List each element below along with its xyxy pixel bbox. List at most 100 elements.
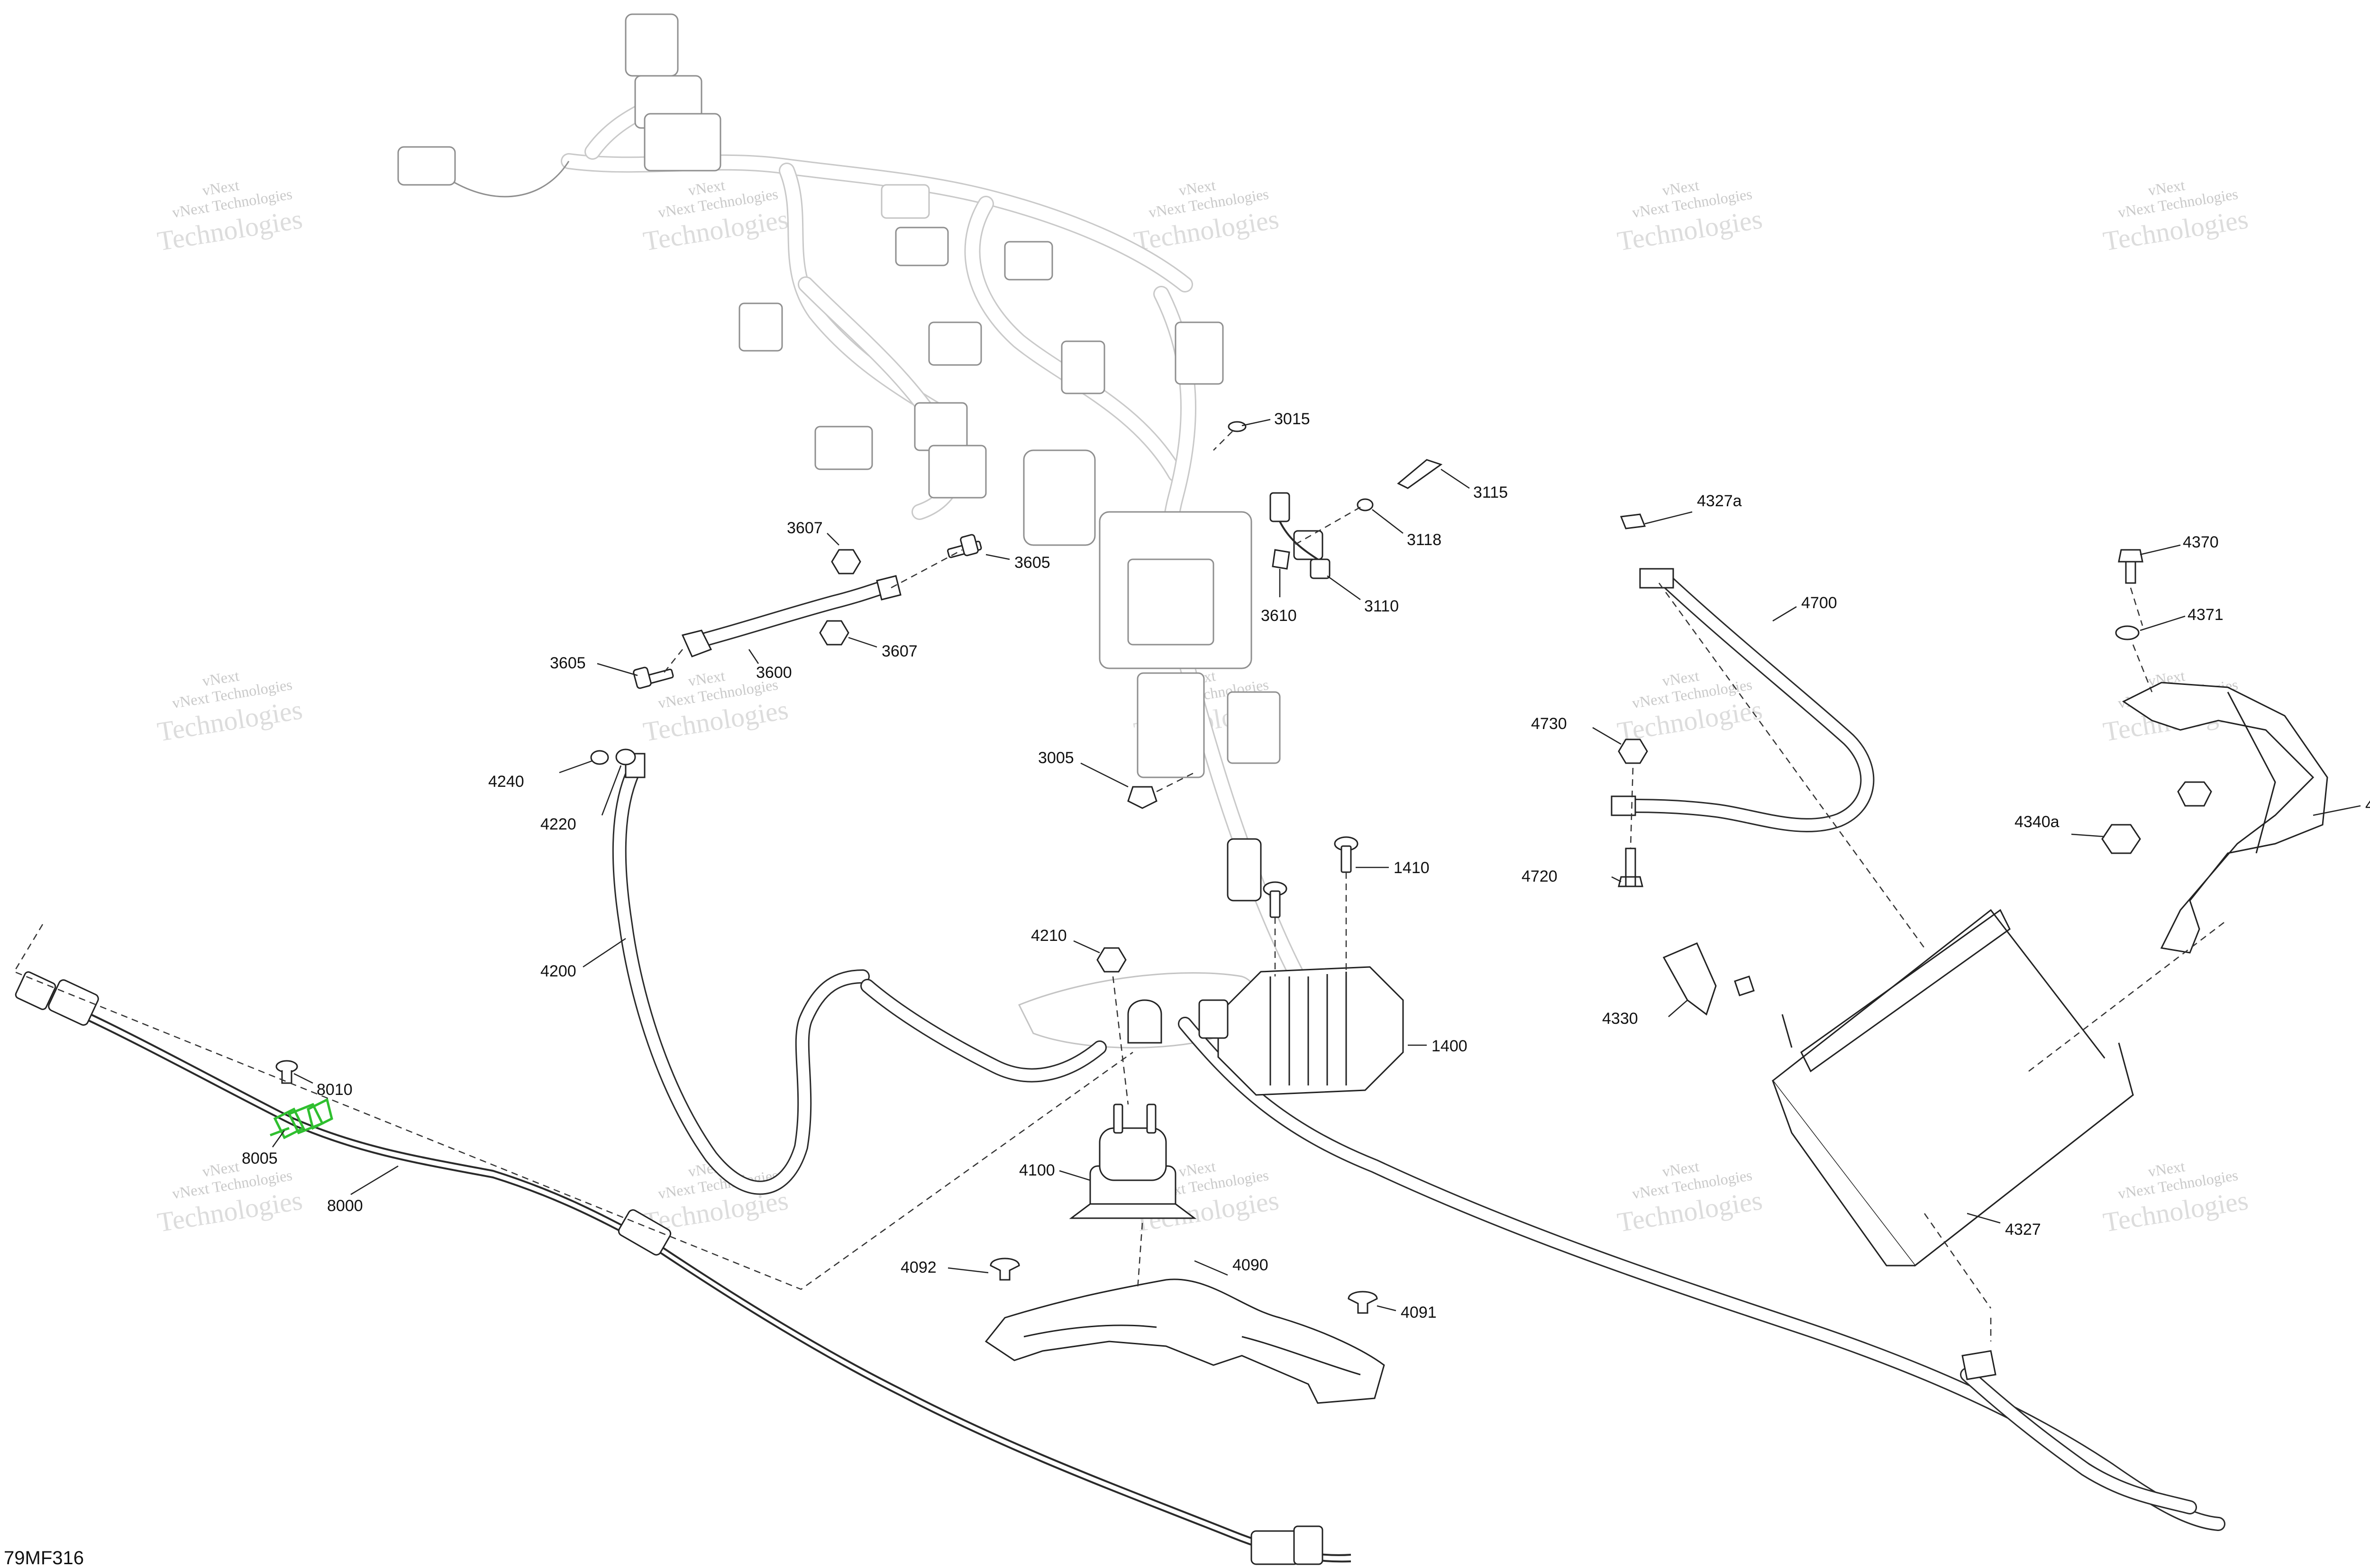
bolt-4370: [2118, 549, 2143, 584]
cable-4700: [1611, 568, 1875, 832]
regulator-1400: [1198, 966, 1404, 1096]
sensor-3110: [1269, 492, 1331, 579]
connector-icon: [1175, 321, 1224, 385]
bolt-3605b: [633, 666, 674, 689]
watermark: vNext vNext Technologies Technologies: [155, 176, 305, 257]
callout-4090: 4090: [1232, 1256, 1268, 1274]
washer-3118: [1357, 498, 1374, 511]
screw-3115: [1397, 459, 1443, 489]
diagram-code: 79MF316: [4, 1548, 84, 1568]
bracket-4340: [2122, 682, 2328, 954]
callout-1410: 1410: [1394, 859, 1430, 877]
nut-4340a-upper: [2177, 781, 2212, 807]
watermark: vNext vNext Technologies Technologies: [641, 176, 791, 257]
connector-icon: [1137, 672, 1205, 778]
main-harness: [1178, 1017, 2225, 1531]
callout-3607-top: 3607: [787, 519, 823, 537]
bolt-4720: [1618, 848, 1643, 887]
solenoid-4100: [1069, 1103, 1197, 1219]
connector-icon: [1023, 449, 1096, 546]
cable-4200: [612, 753, 870, 1195]
nut-3607b: [819, 620, 849, 646]
connector-icon: [1250, 1530, 1300, 1565]
callout-3600: 3600: [756, 664, 792, 682]
callout-4091: 4091: [1401, 1304, 1437, 1322]
nut-4210: [1096, 947, 1127, 973]
callout-4092: 4092: [901, 1258, 937, 1276]
terminal-cover-4330: [1662, 942, 1717, 1016]
connector-icon: [928, 321, 982, 366]
callout-4210: 4210: [1031, 927, 1067, 945]
engine-wiring-harness-ghost: [397, 13, 1316, 1003]
connector-icon: [814, 426, 873, 470]
connector-icon: [397, 146, 456, 186]
bolt-1410: [1263, 836, 1358, 918]
clip-3015: [1228, 421, 1247, 432]
callout-4327a: 4327a: [1697, 492, 1742, 510]
connector-icon: [644, 113, 721, 172]
callout-3005: 3005: [1038, 749, 1074, 767]
watermark: vNext vNext Technologies Technologies: [1132, 176, 1281, 257]
connector-icon: [1293, 1525, 1323, 1565]
callout-4100: 4100: [1019, 1161, 1055, 1179]
connector-icon: [881, 184, 930, 219]
cable-3600: [681, 575, 902, 657]
nut-4730: [1618, 738, 1648, 764]
watermark: vNext vNext Technologies Technologies: [1615, 176, 1765, 257]
callout-4370: 4370: [2183, 533, 2219, 551]
connector-icon: [625, 13, 679, 77]
connector-icon: [914, 402, 968, 451]
callout-4240: 4240: [488, 773, 524, 791]
harness-8000: [15, 971, 1351, 1565]
clip-8005: [270, 1098, 333, 1140]
connector-icon: [1227, 691, 1281, 764]
callout-3118: 3118: [1407, 531, 1441, 549]
callout-4340: 4340: [2365, 796, 2370, 814]
callout-8005: 8005: [242, 1149, 278, 1167]
cable-4200-branch: [860, 979, 1107, 1083]
callout-4200: 4200: [540, 962, 576, 980]
rivet-4092: [990, 1258, 1020, 1281]
screw-4327a: [1620, 513, 1646, 529]
nut-3607a: [831, 549, 861, 574]
connector-icon: [928, 445, 987, 499]
callout-4730: 4730: [1531, 715, 1567, 733]
connector-icon: [15, 971, 56, 1010]
watermark: vNext vNext Technologies Technologies: [1615, 667, 1765, 748]
callout-3110: 3110: [1364, 597, 1399, 615]
callout-4371: 4371: [2188, 606, 2224, 624]
terminal-cap: [1127, 999, 1162, 1044]
nut-4340a: [2101, 824, 2141, 854]
callout-3605-right: 3605: [1014, 554, 1050, 572]
callout-4700: 4700: [1801, 594, 1837, 612]
rivet-4091: [1348, 1291, 1378, 1314]
connector-icon: [1061, 340, 1105, 394]
nut-4240: [590, 750, 609, 765]
watermark: vNext vNext Technologies Technologies: [2101, 176, 2251, 257]
callout-8010: 8010: [317, 1081, 353, 1099]
callout-3015: 3015: [1274, 410, 1310, 428]
screw-3610: [1272, 549, 1290, 570]
watermark: vNext vNext Technologies Technologies: [2101, 1158, 2251, 1238]
bolt-3605a: [947, 534, 982, 558]
watermark: vNext vNext Technologies Technologies: [155, 667, 305, 748]
callout-4327: 4327: [2005, 1221, 2041, 1239]
connector-icon: [738, 302, 783, 352]
callout-3115: 3115: [1473, 483, 1508, 501]
bracket-4090: [984, 1278, 1385, 1404]
callout-1400: 1400: [1431, 1037, 1468, 1055]
connector-icon: [1198, 999, 1229, 1039]
connector-icon: [48, 979, 99, 1026]
callout-3607-bottom: 3607: [882, 642, 918, 660]
callout-4340a: 4340a: [2014, 813, 2060, 831]
connector-icon: [1004, 241, 1053, 281]
rivet-8010: [275, 1060, 298, 1084]
callout-4720: 4720: [1522, 867, 1558, 885]
bolt-3005: [1127, 786, 1158, 809]
watermark: vNext vNext Technologies Technologies: [1615, 1158, 1765, 1238]
connector-icon: [895, 227, 949, 266]
callout-3605-left: 3605: [550, 654, 586, 672]
assembly-boundary: [13, 924, 1133, 1290]
battery-4327: [1771, 909, 2134, 1267]
washer-4220: [615, 748, 636, 766]
